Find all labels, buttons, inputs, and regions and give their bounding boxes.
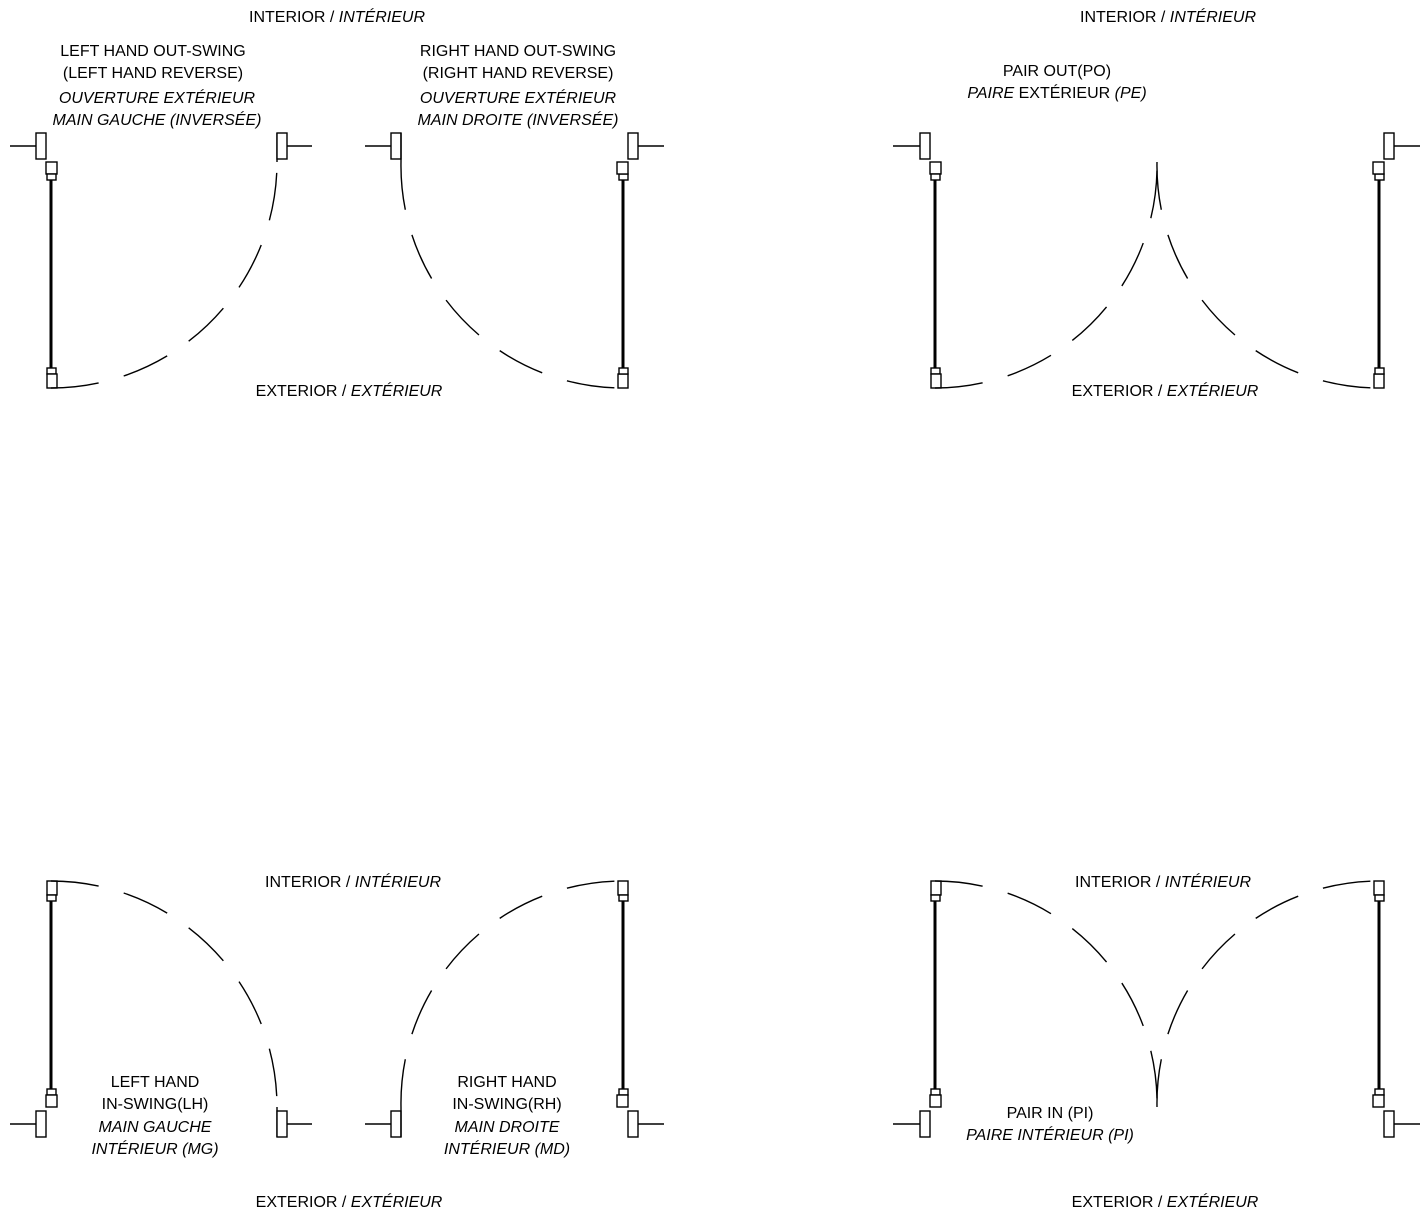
- pair-out-label: PAIR OUT(PO) PAIRE EXTÉRIEUR (PE): [967, 63, 1147, 102]
- interior-label: INTERIOR / INTÉRIEUR: [248, 9, 426, 26]
- left-hand-in-swing-symbol: [10, 880, 312, 1138]
- lh-out-swing-french-label: OUVERTURE EXTÉRIEUR MAIN GAUCHE (INVERSÉ…: [52, 90, 262, 129]
- left-hand-out-swing-symbol: [10, 132, 312, 389]
- rh-out-swing-label: RIGHT HAND OUT-SWING (RIGHT HAND REVERSE…: [419, 43, 617, 82]
- exterior-label: EXTERIOR / EXTÉRIEUR: [255, 383, 443, 400]
- pair-out-symbol: [893, 132, 1420, 389]
- rh-in-swing-label: RIGHT HAND IN-SWING(RH): [452, 1074, 562, 1113]
- rh-in-swing-french-label: MAIN DROITE INTÉRIEUR (MD): [443, 1119, 571, 1158]
- right-hand-in-swing-symbol: [365, 880, 664, 1138]
- pair-in-label: PAIR IN (PI) PAIRE INTÉRIEUR (PI): [966, 1105, 1134, 1144]
- right-hand-out-swing-symbol: [365, 132, 664, 389]
- interior-label: INTERIOR / INTÉRIEUR: [1079, 9, 1257, 26]
- pair-in-symbol: [893, 880, 1420, 1138]
- exterior-label: EXTERIOR / EXTÉRIEUR: [1071, 1194, 1259, 1211]
- interior-label: INTERIOR / INTÉRIEUR: [264, 874, 442, 891]
- exterior-label: EXTERIOR / EXTÉRIEUR: [255, 1194, 443, 1211]
- exterior-label: EXTERIOR / EXTÉRIEUR: [1071, 383, 1259, 400]
- rh-out-swing-french-label: OUVERTURE EXTÉRIEUR MAIN DROITE (INVERSÉ…: [417, 90, 619, 129]
- lh-in-swing-french-label: MAIN GAUCHE INTÉRIEUR (MG): [91, 1119, 219, 1158]
- interior-label: INTERIOR / INTÉRIEUR: [1074, 874, 1252, 891]
- lh-in-swing-label: LEFT HAND IN-SWING(LH): [101, 1074, 209, 1113]
- lh-out-swing-label: LEFT HAND OUT-SWING (LEFT HAND REVERSE): [60, 43, 246, 82]
